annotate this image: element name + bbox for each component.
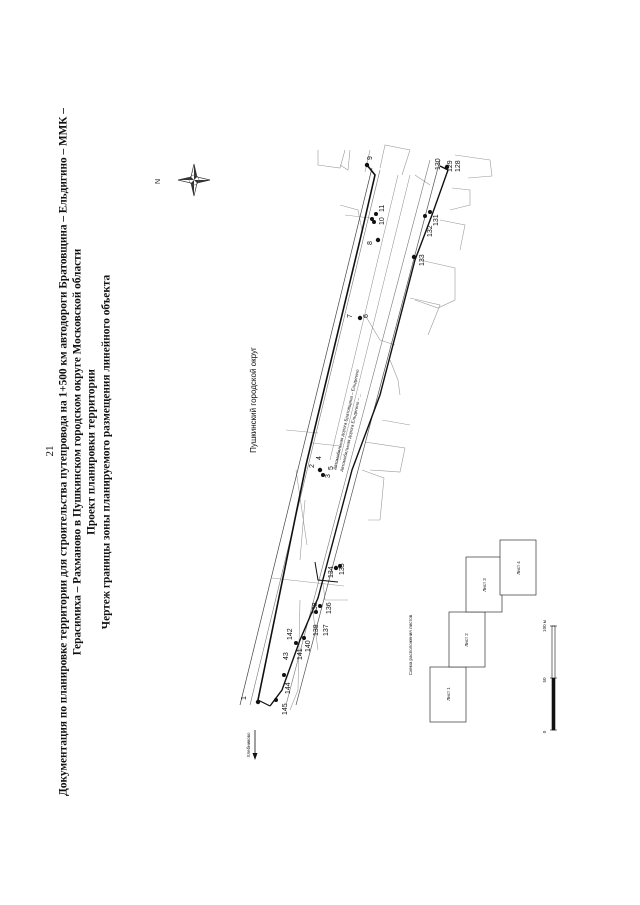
point-label: 134	[328, 566, 335, 578]
point-label: 135	[339, 563, 346, 575]
point-label: 4	[316, 456, 323, 460]
scale-tick: 0	[542, 730, 547, 733]
point-label: 3	[325, 474, 332, 478]
point-label: 43	[283, 652, 290, 660]
legend-sheet-label: Лист 2	[464, 633, 469, 647]
point-label: 141	[297, 648, 304, 660]
point-label: 144	[285, 682, 292, 694]
scale-tick: 100 м	[542, 620, 547, 632]
point-label: 142	[287, 628, 294, 640]
point-label: 136	[326, 602, 333, 614]
point-label: 133	[419, 254, 426, 266]
main-road	[239, 159, 441, 706]
point-label: 6	[363, 314, 370, 318]
point-label: 132	[427, 225, 434, 237]
scale-bar	[550, 625, 557, 731]
point-label: 140	[305, 640, 312, 652]
point-label: 139	[313, 624, 320, 636]
legend-sheet-1	[429, 666, 467, 723]
legend-sheet-3	[465, 556, 503, 613]
direction-arrow-icon	[252, 730, 258, 760]
legend-title: Схема расположения листов	[408, 614, 413, 675]
point-label: 5	[328, 466, 335, 470]
planned-boundary	[257, 164, 449, 707]
district-label: Пушкинский городской округ	[249, 347, 258, 453]
point-label: 8	[367, 241, 374, 245]
point-label: 128	[455, 160, 462, 172]
legend-sheet-4	[499, 539, 537, 596]
point-label: 129	[447, 160, 454, 172]
legend-sheet-label: Лист 1	[446, 687, 451, 701]
legend-sheet-label: Лист 3	[482, 578, 487, 592]
point-label: 11	[379, 205, 386, 212]
point-label: 138	[312, 602, 319, 614]
legend-sheet-label: Лист 4	[516, 561, 521, 575]
compass-rose-icon	[177, 163, 211, 197]
boundary-points	[255, 162, 450, 705]
point-label: 145	[282, 703, 289, 715]
compass-north-label: N	[155, 179, 162, 184]
legend-sheets	[429, 539, 537, 723]
point-label: 1	[241, 696, 248, 700]
point-label: 131	[433, 214, 440, 226]
point-label: 130	[435, 158, 442, 170]
point-labels: 9 8 10 11 7 6 2 4 3 5 1 145 144 43 142 1…	[241, 156, 462, 715]
point-label: 137	[323, 624, 330, 636]
map-context	[271, 144, 493, 711]
point-label: 7	[347, 314, 354, 318]
point-label: 10	[379, 217, 386, 225]
direction-label: Хлебниково	[246, 732, 251, 758]
legend-sheet-2	[448, 611, 486, 668]
scale-tick: 50	[542, 677, 547, 683]
point-label: 9	[367, 156, 374, 160]
point-label: 2	[309, 464, 316, 468]
